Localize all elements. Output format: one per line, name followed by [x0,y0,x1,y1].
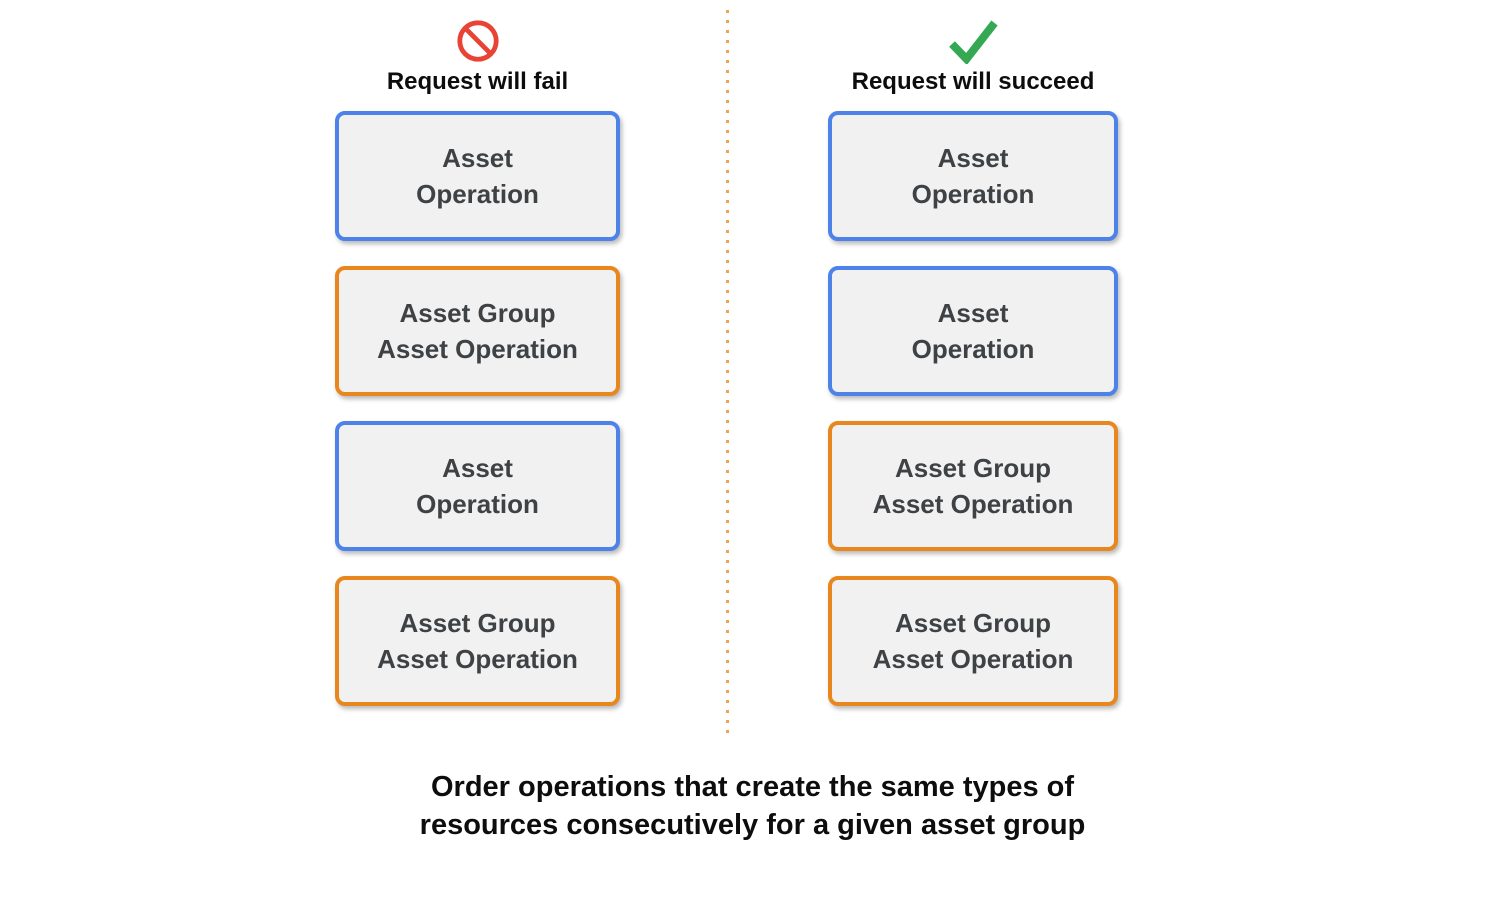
asset-group-asset-operation-box: Asset Group Asset Operation [335,576,620,706]
asset-group-asset-operation-box: Asset Group Asset Operation [828,576,1118,706]
asset-operation-box: Asset Operation [335,111,620,241]
asset-group-asset-operation-box: Asset Group Asset Operation [335,266,620,396]
diagram-caption: Order operations that create the same ty… [419,771,1086,841]
succeed-column-title: Request will succeed [851,68,1095,95]
succeed-column: Request will succeed Asset Operation Ass… [828,14,1118,731]
asset-operation-box: Asset Operation [335,421,620,551]
prohibition-icon [455,14,501,64]
asset-operation-box: Asset Operation [828,266,1118,396]
dotted-divider [726,10,729,738]
asset-group-asset-operation-box: Asset Group Asset Operation [828,421,1118,551]
fail-column-title: Request will fail [386,68,569,95]
checkmark-icon [944,14,1002,64]
asset-operation-box: Asset Operation [828,111,1118,241]
fail-column: Request will fail Asset Operation Asset … [335,14,620,731]
